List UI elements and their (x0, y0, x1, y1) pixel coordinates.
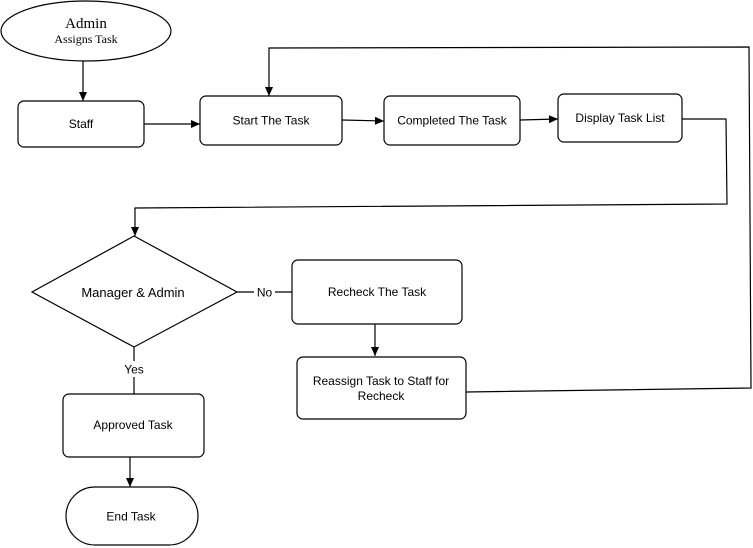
yes-label-bg (121, 361, 148, 377)
edge-label-yes: Yes (124, 363, 144, 377)
staff-node (17, 100, 145, 148)
no-label-bg (254, 284, 275, 300)
edge-display-to-decision (131, 118, 728, 236)
display-task-list-node (557, 93, 683, 143)
decision-label: Manager & Admin (81, 285, 184, 300)
decision-node (30, 235, 239, 348)
edge-completed-to-display (519, 115, 559, 124)
edge-reassign-loop-to-start (265, 46, 752, 393)
admin-start-node (0, 0, 172, 62)
end-task-node (65, 486, 199, 546)
completed-task-node (383, 95, 521, 146)
completed-task-label: Completed The Task (397, 114, 508, 128)
end-task-label: End Task (106, 510, 156, 524)
start-task-node (199, 95, 343, 146)
reassign-task-label-line1: Reassign Task to Staff for (313, 374, 449, 388)
reassign-task-node (296, 356, 467, 420)
admin-title: Admin (65, 16, 107, 32)
edge-label-no: No (257, 286, 273, 300)
staff-label: Staff (69, 117, 94, 131)
admin-subtitle: Assigns Task (54, 32, 117, 46)
approved-task-label: Approved Task (93, 418, 173, 432)
start-task-label: Start The Task (233, 114, 311, 128)
approved-task-node (62, 393, 205, 458)
recheck-task-node (291, 259, 463, 325)
edge-start-to-completed (341, 116, 385, 125)
recheck-task-label: Recheck The Task (328, 285, 427, 299)
reassign-task-label-line2: Recheck (358, 389, 406, 403)
display-task-list-label: Display Task List (575, 111, 665, 125)
